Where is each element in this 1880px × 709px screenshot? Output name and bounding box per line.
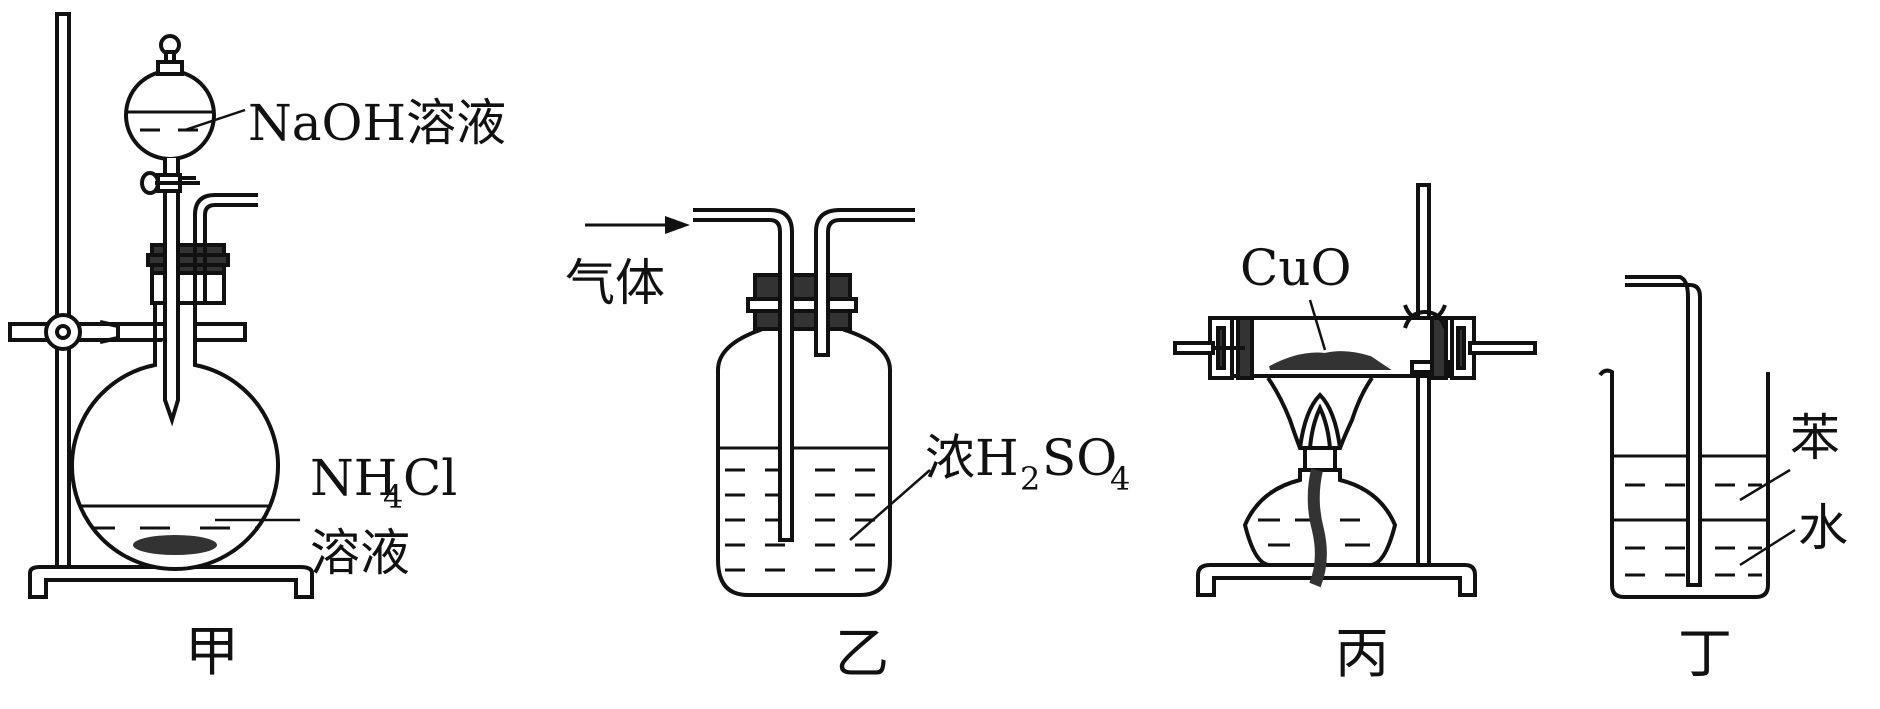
gas-tube-d xyxy=(1625,275,1702,587)
label-naoh-solution: NaOH溶液 xyxy=(248,94,506,152)
label-water: 水 xyxy=(1798,499,1848,557)
apparatus-a xyxy=(8,12,314,599)
label-benzene: 苯 xyxy=(1790,409,1840,467)
outlet-tube-b xyxy=(814,208,915,357)
leader-naoh xyxy=(184,108,246,132)
separatory-funnel xyxy=(124,34,216,427)
rubber-stopper-a xyxy=(146,243,230,305)
combustion-tube xyxy=(1173,309,1537,380)
caption-d: 丁 xyxy=(1678,622,1732,685)
label-acid-sub1: 2 xyxy=(1020,460,1040,498)
label-nh4cl-sub: 4 xyxy=(383,478,403,516)
leader-acid xyxy=(849,469,931,541)
inlet-tube-b xyxy=(693,208,794,542)
label-nh4cl-line2: 溶液 xyxy=(310,524,410,582)
apparatus-b xyxy=(585,208,931,597)
caption-a: 甲 xyxy=(185,620,239,683)
label-acid-mid: SO xyxy=(1042,429,1117,487)
label-acid-prefix: 浓H xyxy=(925,429,1019,487)
gas-washing-bottle xyxy=(716,313,892,597)
alcohol-lamp xyxy=(1242,376,1398,588)
leader-benzene xyxy=(1739,468,1791,502)
gas-outlet-tube-a xyxy=(203,203,258,305)
rubber-stopper-b xyxy=(746,273,858,331)
label-gas: 气体 xyxy=(565,254,665,312)
leader-water xyxy=(1739,528,1796,567)
label-cuo: CuO xyxy=(1240,239,1351,297)
label-nh4cl-main: NH xyxy=(310,449,397,507)
apparatus-c xyxy=(1173,183,1537,597)
label-nh4cl-tail: Cl xyxy=(403,449,457,507)
label-acid-sub2: 4 xyxy=(1110,460,1130,498)
caption-b: 乙 xyxy=(835,622,889,685)
apparatus-d xyxy=(1598,275,1796,599)
leader-cuo xyxy=(1308,299,1327,351)
gas-inlet-arrow xyxy=(585,216,690,234)
beaker xyxy=(1598,368,1770,599)
caption-c: 丙 xyxy=(1335,622,1389,685)
